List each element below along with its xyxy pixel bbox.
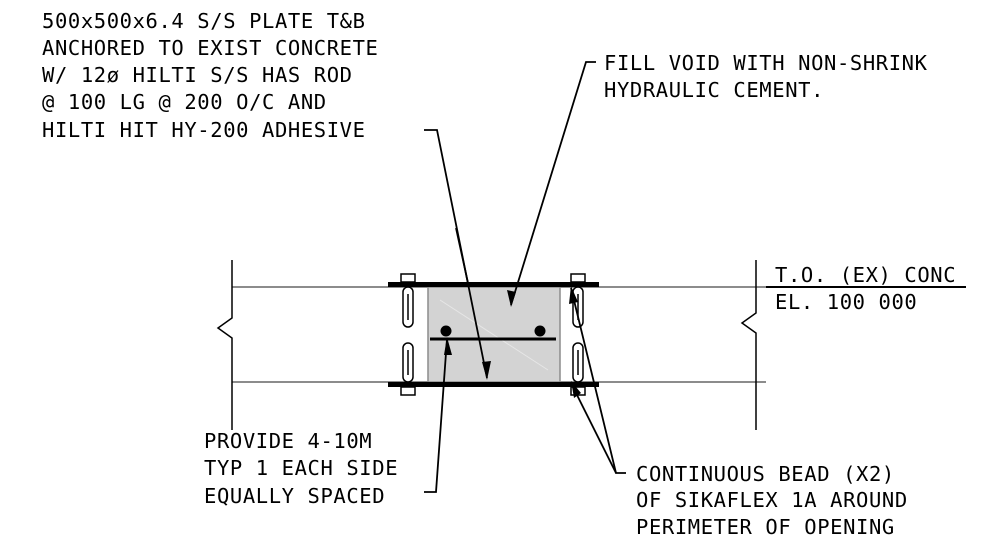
- fill-void-note: FILL VOID WITH NON-SHRINK HYDRAULIC CEME…: [604, 51, 928, 102]
- elevation-note: T.O. (EX) CONC EL. 100 000: [775, 263, 956, 314]
- bead-note-line-3: PERIMETER OF OPENING: [636, 515, 895, 539]
- plate-anchor-note: 500x500x6.4 S/S PLATE T&B ANCHORED TO EX…: [42, 9, 379, 142]
- plate-note-leader-branch: [455, 227, 469, 284]
- right-break-line: [740, 260, 757, 430]
- fill-note-line-1: FILL VOID WITH NON-SHRINK: [604, 51, 928, 75]
- fill-note-line-2: HYDRAULIC CEMENT.: [604, 78, 824, 102]
- rebar-note: PROVIDE 4-10M TYP 1 EACH SIDE EQUALLY SP…: [204, 429, 398, 508]
- bead-leader-arrow-bottom: [571, 381, 581, 398]
- bottom-ss-plate: [388, 382, 599, 387]
- elevation-note-line-1: T.O. (EX) CONC: [775, 263, 956, 287]
- rebar-section-left: [440, 325, 452, 337]
- top-ss-plate: [388, 282, 599, 287]
- plate-note-line-3: W/ 12ø HILTI S/S HAS ROD: [42, 63, 353, 87]
- plate-note-leader: [424, 129, 488, 379]
- anchor-rod-bottom-left: [400, 342, 416, 396]
- plate-note-line-5: HILTI HIT HY-200 ADHESIVE: [42, 118, 366, 142]
- left-break-line: [216, 260, 233, 430]
- plate-leader-arrow: [482, 361, 491, 380]
- plate-note-line-1: 500x500x6.4 S/S PLATE T&B: [42, 9, 366, 33]
- plate-note-line-4: @ 100 LG @ 200 O/C AND: [42, 90, 327, 114]
- elevation-note-line-2: EL. 100 000: [775, 290, 917, 314]
- rebar-note-line-2: TYP 1 EACH SIDE: [204, 456, 398, 480]
- fill-leader-arrow: [507, 290, 516, 307]
- cement-fill-hatch: [439, 299, 549, 371]
- bead-leader-arrow-top: [569, 286, 578, 304]
- rebar-leader-arrow: [444, 337, 452, 355]
- bead-note-line-1: CONTINUOUS BEAD (X2): [636, 462, 895, 486]
- rebar-note-line-1: PROVIDE 4-10M: [204, 429, 372, 453]
- plate-note-line-2: ANCHORED TO EXIST CONCRETE: [42, 36, 379, 60]
- anchor-rod-top-left: [400, 273, 416, 328]
- bead-note-line-2: OF SIKAFLEX 1A AROUND: [636, 488, 908, 512]
- rebar-note-line-3: EQUALLY SPACED: [204, 484, 385, 508]
- rebar-section-right: [534, 325, 546, 337]
- sealant-bead-note: CONTINUOUS BEAD (X2) OF SIKAFLEX 1A AROU…: [636, 462, 908, 539]
- fill-note-leader: [510, 61, 596, 306]
- rebar-note-leader: [424, 338, 448, 493]
- bead-note-leader-bottom: [570, 382, 617, 474]
